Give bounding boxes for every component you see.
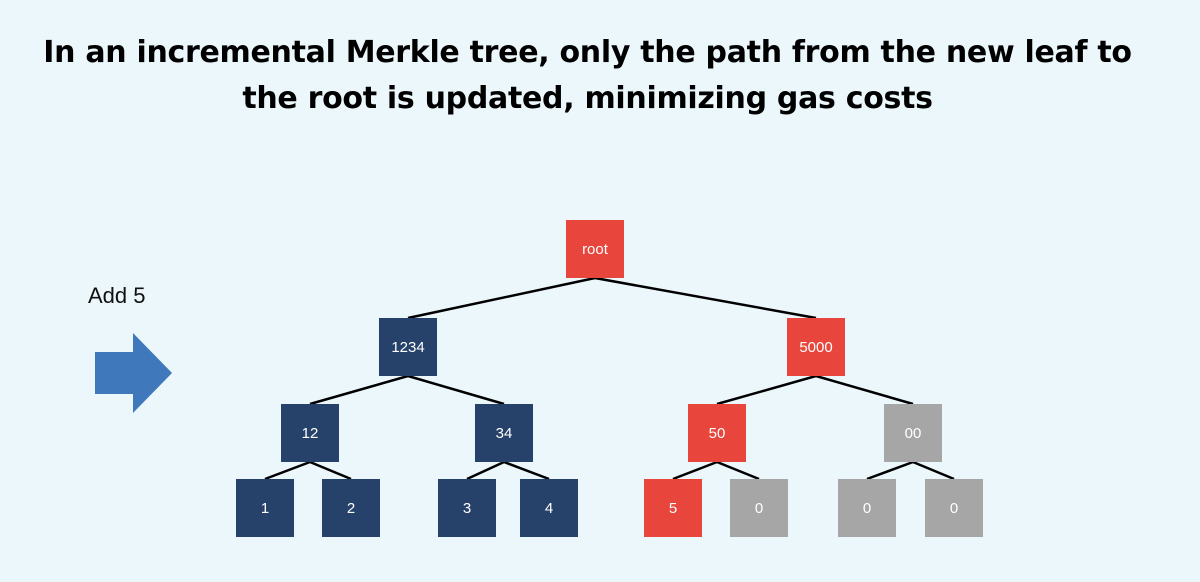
tree-edge-n00-leaf0b	[866, 460, 914, 481]
node-label: 0	[755, 500, 763, 517]
tree-node-leaf1: 1	[236, 479, 294, 537]
node-label: root	[582, 241, 609, 258]
node-box	[787, 318, 845, 376]
node-label: 1234	[391, 339, 424, 356]
node-box	[520, 479, 578, 537]
tree-node-root: root	[566, 220, 624, 278]
tree-edge-n5000-n50	[716, 374, 817, 406]
node-label: 34	[496, 425, 513, 442]
node-box	[236, 479, 294, 537]
tree-edge-n50-leaf0a	[716, 460, 760, 481]
node-label: 50	[709, 425, 726, 442]
tree-node-n50: 50	[688, 404, 746, 462]
tree-edge-n5000-n00	[815, 374, 914, 406]
tree-node-n34: 34	[475, 404, 533, 462]
node-label: 3	[463, 500, 471, 517]
tree-node-leaf3: 3	[438, 479, 496, 537]
node-box	[838, 479, 896, 537]
node-box	[475, 404, 533, 462]
node-label: 5	[669, 500, 677, 517]
tree-edge-n12-leaf1	[264, 460, 311, 481]
node-box	[925, 479, 983, 537]
tree-node-leaf0a: 0	[730, 479, 788, 537]
node-box	[438, 479, 496, 537]
tree-edge-n12-leaf2	[309, 460, 352, 481]
title-line-2: the root is updated, minimizing gas cost…	[242, 81, 933, 116]
tree-node-leaf4: 4	[520, 479, 578, 537]
tree-node-leaf5: 5	[644, 479, 702, 537]
tree-node-leaf2: 2	[322, 479, 380, 537]
tree-node-n1234: 1234	[379, 318, 437, 376]
node-label: 1	[261, 500, 269, 517]
tree-edge-n34-leaf4	[503, 460, 550, 481]
tree-edges	[264, 276, 955, 481]
node-box	[379, 318, 437, 376]
tree-edge-n00-leaf0c	[912, 460, 955, 481]
title-line-1: In an incremental Merkle tree, only the …	[43, 35, 1132, 70]
node-label: 0	[863, 500, 871, 517]
tree-node-n00: 00	[884, 404, 942, 462]
tree-edge-n1234-n12	[309, 374, 409, 406]
diagram-title: In an incremental Merkle tree, only the …	[0, 30, 1175, 122]
node-box	[281, 404, 339, 462]
node-box	[322, 479, 380, 537]
node-label: 4	[545, 500, 553, 517]
tree-edge-root-n5000	[594, 276, 817, 320]
add-label: Add 5	[88, 283, 146, 308]
tree-node-leaf0c: 0	[925, 479, 983, 537]
node-label: 2	[347, 500, 355, 517]
node-box	[688, 404, 746, 462]
tree-node-n12: 12	[281, 404, 339, 462]
tree-node-leaf0b: 0	[838, 479, 896, 537]
node-box	[884, 404, 942, 462]
tree-edge-n50-leaf5	[672, 460, 718, 481]
tree-node-n5000: 5000	[787, 318, 845, 376]
node-box	[730, 479, 788, 537]
node-label: 5000	[799, 339, 832, 356]
tree-edge-root-n1234	[407, 276, 596, 320]
node-box	[644, 479, 702, 537]
node-label: 12	[302, 425, 319, 442]
tree-edge-n1234-n34	[407, 374, 505, 406]
node-label: 0	[950, 500, 958, 517]
node-box	[566, 220, 624, 278]
tree-edge-n34-leaf3	[466, 460, 505, 481]
right-arrow-icon	[95, 333, 172, 413]
node-label: 00	[905, 425, 922, 442]
